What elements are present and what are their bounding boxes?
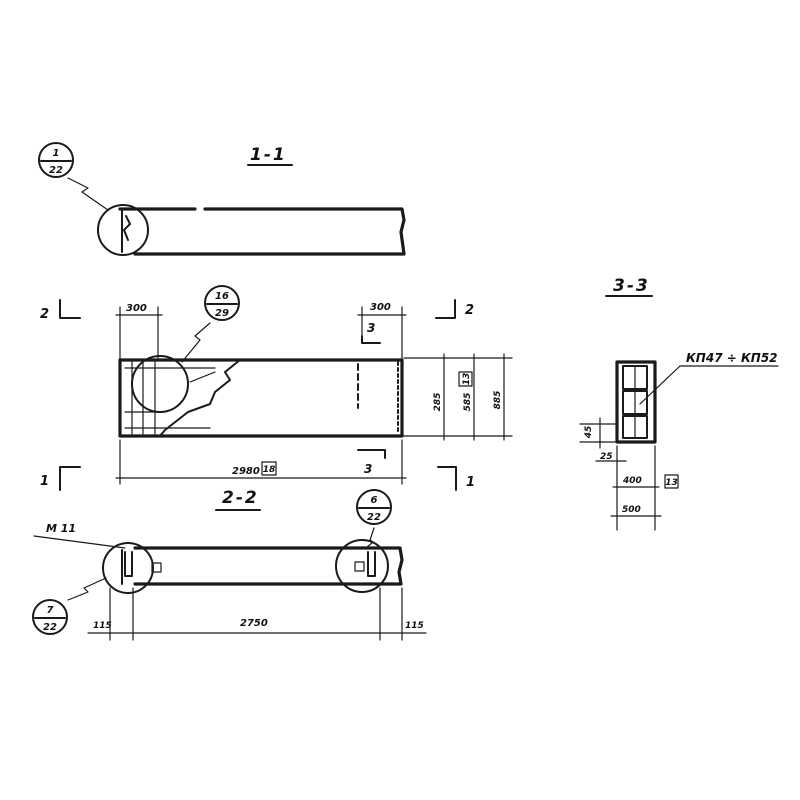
detail-circle-1: [97, 204, 149, 256]
callout-16-29: 16 29: [204, 285, 240, 321]
cut-mark-2-right: [435, 299, 456, 319]
hatch-1: [189, 371, 216, 383]
dim-400-box-text: 13: [665, 478, 678, 488]
dim-400: 400: [622, 476, 642, 486]
callout-7-leader: [67, 577, 107, 601]
kp-range-label: КП47 ÷ КП52: [686, 351, 778, 365]
callout-circle: [38, 142, 74, 178]
callout-sheet: 22: [43, 622, 57, 633]
detail-circle-6: [335, 539, 389, 593]
dim-2980: 2980: [232, 466, 260, 477]
embed-plate-right: [354, 561, 365, 572]
section-1-1-title: 1-1: [250, 145, 287, 165]
callout-sheet: 22: [367, 512, 381, 523]
cut-mark-1-left: [59, 466, 81, 491]
dim-300-left: 300: [126, 303, 147, 314]
callout-circle: [356, 489, 392, 525]
dim-585-box-text: 13: [462, 373, 472, 386]
section-2-2-title: 2-2: [222, 488, 259, 508]
cut-mark-1-right-label: 1: [466, 475, 475, 490]
cut-mark-3-top: [361, 335, 381, 344]
section-2-2: 2-2 M 11 6 22 7 22: [32, 488, 427, 641]
cut-mark-2-left: [59, 299, 81, 319]
dim-25: 25: [600, 452, 613, 462]
callout-6-22: 6 22: [356, 489, 392, 525]
kp-leader: [639, 365, 681, 405]
cut-mark-1-right: [437, 466, 457, 491]
detail-circle-7: [102, 542, 154, 594]
dim-2750: 2750: [240, 618, 268, 629]
dim-115-right: 115: [405, 621, 424, 631]
callout-number: 1: [53, 148, 60, 159]
beam-1-1-outline: [118, 207, 406, 256]
cross-section-outline: [615, 360, 657, 444]
callout-circle: [204, 285, 240, 321]
callout-number: 7: [47, 605, 54, 616]
beam-plan-outline: [118, 358, 404, 438]
dim-45: 45: [584, 426, 594, 440]
callout-6-leader: [365, 527, 375, 549]
section-3-3: 3-3 КП47 ÷ КП52 45 25 400 13 500: [579, 276, 779, 531]
dim-115-left: 115: [93, 621, 112, 631]
beam-2-2-notch-left: [124, 551, 133, 577]
beam-2-2-outline: [133, 546, 404, 586]
dim-500: 500: [622, 505, 641, 515]
detail-circle-16: [131, 355, 189, 413]
beam-2-2-notch-right: [367, 551, 376, 577]
dim-300-right: 300: [370, 302, 391, 313]
break-line: [159, 359, 241, 437]
section-3-3-title: 3-3: [613, 276, 650, 296]
callout-1-22: 1 22: [38, 142, 74, 178]
m11-leader: [33, 535, 126, 549]
dim-585-box: [458, 371, 473, 387]
callout-1-leader: [67, 177, 109, 211]
callout-sheet: 22: [49, 165, 63, 176]
section-1-1: 1-1 1 22: [38, 142, 406, 256]
callout-number: 16: [215, 291, 229, 302]
cut-mark-3-bottom-label: 3: [364, 462, 372, 476]
cut-mark-3-bottom: [357, 449, 386, 459]
cut-mark-1-left-label: 1: [40, 474, 49, 489]
beam-1-1-notch: [123, 215, 131, 241]
callout-circle: [32, 599, 68, 635]
callout-number: 6: [371, 495, 378, 506]
callout-7-22: 7 22: [32, 599, 68, 635]
dim-400-box: [664, 474, 679, 489]
cut-mark-2-left-label: 2: [40, 307, 49, 322]
dim-585: 585: [463, 393, 473, 412]
dim-2980-box: [261, 461, 277, 476]
dim-285: 285: [433, 393, 443, 412]
cut-mark-2-right-label: 2: [465, 303, 474, 318]
plan-view: 2 2 1 1 3 3 16 29: [40, 285, 513, 491]
dim-885: 885: [493, 391, 503, 410]
m11-label: M 11: [46, 522, 76, 535]
callout-sheet: 29: [215, 308, 229, 319]
dim-2980-box-text: 18: [263, 465, 276, 475]
callout-16-leader: [181, 322, 211, 363]
cut-mark-3-top-label: 3: [367, 321, 375, 335]
